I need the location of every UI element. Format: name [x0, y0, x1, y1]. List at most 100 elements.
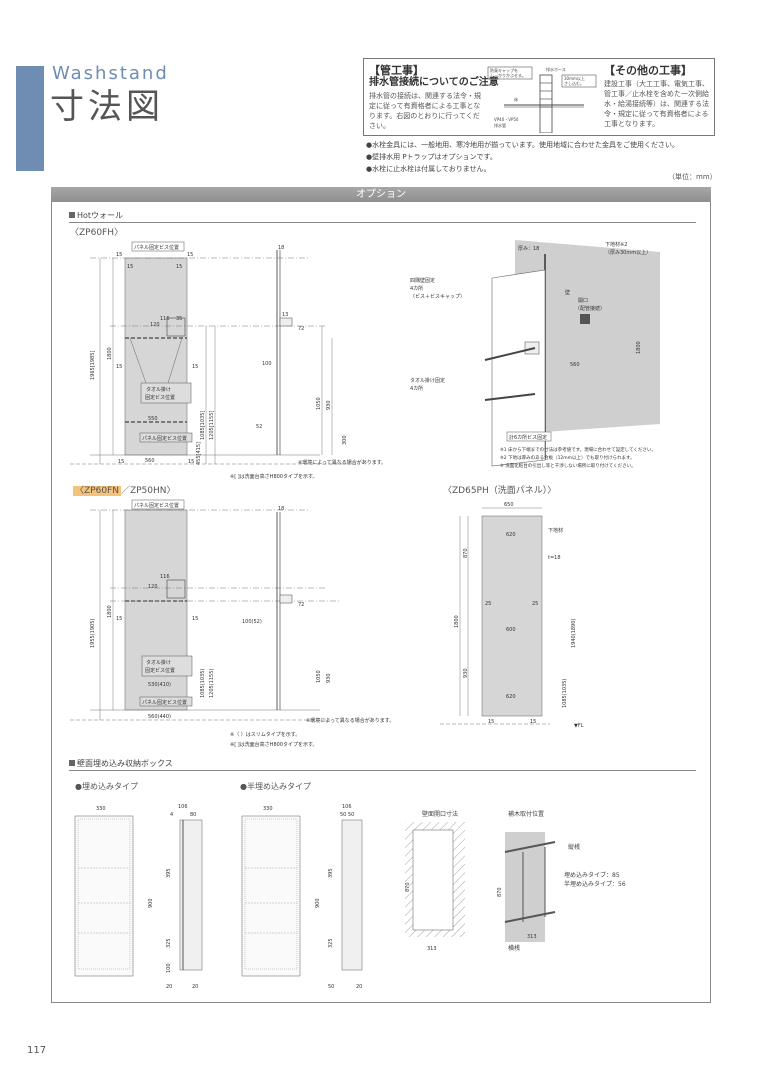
svg-text:下地材※2: 下地材※2 [605, 241, 627, 248]
svg-text:900: 900 [315, 898, 321, 908]
svg-text:さし込む。: さし込む。 [564, 80, 584, 86]
model-label-zp60fh: 〈ZP60FH〉 [70, 228, 123, 238]
svg-text:20: 20 [166, 984, 172, 990]
svg-text:固定ビス位置: 固定ビス位置 [145, 667, 175, 674]
wall-opening-title: 壁面開口寸法 [422, 811, 459, 818]
page-title: 寸法図 [50, 87, 164, 127]
svg-text:25: 25 [532, 601, 538, 607]
svg-text:（ビス＋ビスキャップ）: （ビス＋ビスキャップ） [410, 293, 465, 300]
svg-text:52: 52 [256, 424, 262, 430]
type-label-half: ●半埋め込みタイプ [240, 782, 311, 791]
svg-text:4カ所: 4カ所 [410, 285, 423, 292]
svg-text:※環境によって異なる場合があります。: ※環境によって異なる場合があります。 [306, 717, 394, 724]
svg-text:四隅壁固定: 四隅壁固定 [410, 277, 435, 284]
svg-text:650: 650 [504, 502, 514, 508]
wall-opening-drawings: 870 313 870 313 [405, 822, 556, 952]
stud-depth-half: 半埋め込みタイプ：56 [564, 881, 626, 888]
svg-text:72: 72 [298, 602, 304, 608]
svg-text:15: 15 [187, 252, 193, 258]
svg-text:35: 35 [176, 316, 182, 322]
model-label-zp60fn-zp50hn: 〈ZP60FN／ZP50HN〉 [73, 486, 176, 496]
svg-text:15: 15 [488, 719, 494, 725]
note-item: ●水栓金具には、一般地用、寒冷地用が揃っています。使用地域に合わせた金具をご使用… [366, 141, 680, 149]
svg-text:固定ビス位置: 固定ビス位置 [145, 394, 175, 401]
svg-text:120: 120 [148, 584, 158, 590]
svg-text:20: 20 [192, 984, 198, 990]
model-rest: ／ZP50HN〉 [120, 486, 176, 496]
svg-text:1050: 1050 [316, 397, 322, 410]
model-label-zd65ph: 〈ZD65PH（洗面パネル）〉 [443, 486, 557, 496]
options-frame [51, 187, 711, 1003]
svg-text:計6カ所ビス固定: 計6カ所ビス固定 [509, 434, 547, 441]
svg-text:313: 313 [527, 934, 537, 940]
svg-text:パネル固定ビス位置: パネル固定ビス位置 [142, 435, 187, 442]
svg-text:15: 15 [116, 252, 122, 258]
svg-text:しっかりかぶせる。: しっかりかぶせる。 [490, 72, 526, 78]
svg-text:116: 116 [160, 316, 170, 322]
svg-text:開口: 開口 [578, 298, 588, 304]
drain-notice-text: 排水管の接続は、関連する法令・規定に従って有資格者による工事となります。右図のと… [369, 92, 481, 130]
svg-text:25: 25 [485, 601, 491, 607]
svg-text:620: 620 [506, 532, 516, 538]
svg-text:18: 18 [278, 506, 284, 512]
svg-text:325: 325 [166, 938, 172, 948]
svg-text:1940(1890): 1940(1890) [571, 619, 577, 648]
svg-text:325: 325 [328, 938, 334, 948]
page-number: 117 [27, 1045, 47, 1056]
svg-text:※[ ]は洗面台高さH800タイプを示す。: ※[ ]は洗面台高さH800タイプを示す。 [230, 473, 318, 480]
drain-connection-diagram: 防臭キャップを しっかりかぶせる。 排水ホース 30mm以上 さし込む。 床 V… [487, 66, 597, 133]
svg-text:313: 313 [427, 946, 437, 952]
svg-text:900: 900 [148, 898, 154, 908]
svg-text:106: 106 [178, 804, 188, 810]
notes-list: ●水栓金具には、一般地用、寒冷地用が揃っています。使用地域に合わせた金具をご使用… [366, 139, 679, 175]
section-title-hotwall: Hotウォール [69, 212, 123, 220]
svg-text:1955(1905): 1955(1905) [90, 619, 96, 648]
title-accent-bar [16, 66, 44, 171]
section-divider [69, 770, 696, 771]
svg-text:15: 15 [188, 459, 194, 465]
svg-text:620: 620 [506, 694, 516, 700]
svg-text:厚み：18: 厚み：18 [518, 246, 539, 252]
svg-text:15: 15 [530, 719, 536, 725]
svg-text:1085(1035): 1085(1035) [562, 679, 568, 708]
svg-text:300: 300 [342, 435, 348, 445]
svg-text:パネル固定ビス位置: パネル固定ビス位置 [134, 502, 179, 509]
svg-text:15: 15 [192, 616, 198, 622]
options-title: オプション [356, 189, 406, 200]
svg-text:15: 15 [118, 459, 124, 465]
svg-text:560(440): 560(440) [148, 714, 171, 720]
svg-text:120: 120 [150, 322, 160, 328]
svg-text:50: 50 [328, 984, 334, 990]
svg-text:330: 330 [263, 806, 273, 812]
other-works-text: 建設工事（大工工事、電気工事、管工事／止水栓を含めた一次側給水・給湯接続等）は、… [604, 80, 709, 128]
other-works-heading: 【その他の工事】 [604, 64, 692, 77]
svg-text:タオル掛け: タオル掛け [146, 659, 171, 666]
svg-text:※2 下地は厚みのある合板（12mm以上）でも取り付けられま: ※2 下地は厚みのある合板（12mm以上）でも取り付けられます。 [500, 454, 635, 461]
svg-text:※（ ）はスリムタイプを示す。: ※（ ）はスリムタイプを示す。 [230, 731, 300, 738]
svg-text:タオル掛け: タオル掛け [146, 386, 171, 393]
note-item: ●水栓に止水栓は付属しておりません。 [366, 165, 491, 173]
svg-text:1800: 1800 [107, 605, 113, 618]
svg-text:930: 930 [463, 668, 469, 678]
svg-text:455[415]: 455[415] [196, 442, 202, 465]
svg-text:下地材: 下地材 [548, 527, 563, 534]
svg-text:VP40・VP50: VP40・VP50 [494, 117, 519, 122]
svg-text:※ 洗面化粧台の引出し等と干渉しない場所に取り付けてください: ※ 洗面化粧台の引出し等と干渉しない場所に取り付けてください。 [500, 462, 636, 469]
svg-text:100: 100 [166, 963, 172, 973]
svg-text:排水ホース: 排水ホース [546, 66, 566, 72]
svg-text:930: 930 [326, 673, 332, 683]
svg-text:タオル掛け固定: タオル掛け固定 [410, 377, 445, 384]
svg-text:13: 13 [282, 312, 288, 318]
stud-label-horizontal: 横桟 [508, 945, 521, 952]
svg-text:15: 15 [127, 264, 133, 270]
drain-notice-heading: 排水管接続についてのご注意 [369, 77, 499, 88]
svg-text:870: 870 [463, 548, 469, 558]
svg-text:530(410): 530(410) [148, 682, 171, 688]
type-label-full: ●埋め込みタイプ [75, 782, 138, 791]
svg-text:560: 560 [570, 362, 580, 368]
svg-text:1800: 1800 [107, 347, 113, 360]
highlighted-model: 〈ZP60FN [73, 486, 121, 496]
svg-text:15: 15 [116, 616, 122, 622]
